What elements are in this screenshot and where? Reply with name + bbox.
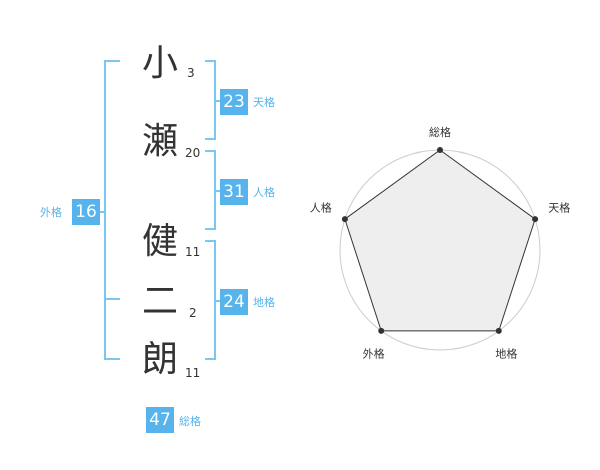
radar-polygon — [344, 149, 536, 332]
radar-point — [437, 147, 443, 153]
gaikaku-value: 16 — [72, 199, 100, 225]
radar-point — [532, 216, 539, 223]
stroke-count-4: 2 — [189, 306, 197, 320]
jinkaku-label: 人格 — [253, 186, 275, 199]
gaikaku-label: 外格 — [40, 206, 62, 219]
stroke-count-1: 3 — [187, 66, 195, 80]
radar-axis-label: 人格 — [310, 201, 332, 215]
soukaku-value: 47 — [146, 407, 174, 433]
radar-axis-label: 地格 — [495, 346, 517, 360]
stroke-count-2: 20 — [185, 146, 201, 160]
chikaku-value: 24 — [220, 289, 248, 315]
radar-axis-label: 総格 — [429, 125, 451, 139]
radar-axis-label: 天格 — [548, 201, 570, 215]
radar-point — [378, 327, 385, 334]
name-char-4: 二 — [142, 281, 179, 322]
tenkaku-value: 23 — [220, 89, 248, 115]
name-char-1: 小 — [142, 43, 179, 84]
radar-points — [341, 147, 539, 334]
radar-shape — [344, 149, 536, 332]
soukaku-label: 総格 — [179, 415, 201, 428]
radar-point — [495, 327, 502, 334]
name-char-5: 朗 — [142, 339, 179, 380]
chikaku-label: 地格 — [253, 296, 275, 309]
radar-point — [341, 216, 348, 223]
jinkaku-value: 31 — [220, 179, 248, 205]
stroke-count-5: 11 — [185, 366, 201, 380]
radar-axis-label: 外格 — [363, 346, 385, 360]
stroke-count-3: 11 — [185, 245, 201, 259]
tenkaku-label: 天格 — [253, 96, 275, 109]
name-char-2: 瀬 — [142, 121, 179, 162]
name-char-3: 健 — [142, 221, 179, 262]
